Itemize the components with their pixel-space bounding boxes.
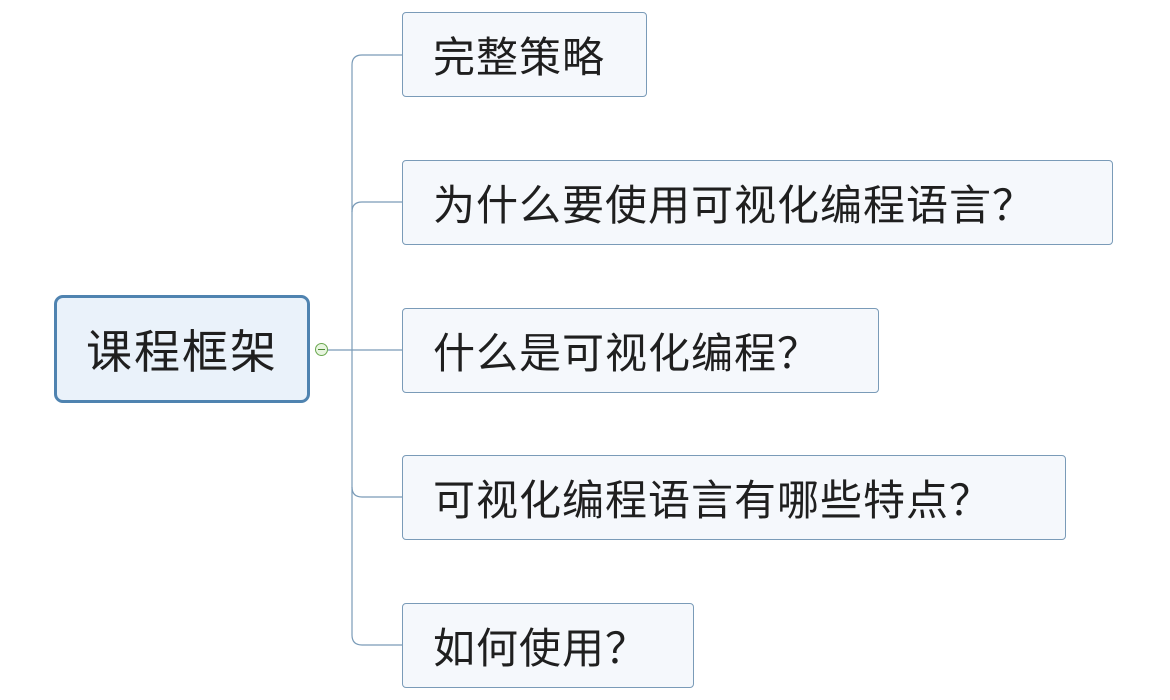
subtopic-node[interactable]: 如何使用？ bbox=[402, 603, 694, 688]
subtopic-node[interactable]: 完整策略 bbox=[402, 12, 647, 97]
subtopic-label: 为什么要使用可视化编程语言？ bbox=[433, 181, 1036, 230]
root-topic[interactable]: 课程框架 bbox=[54, 295, 310, 403]
collapse-toggle-icon[interactable] bbox=[315, 343, 328, 356]
subtopic-node[interactable]: 可视化编程语言有哪些特点？ bbox=[402, 455, 1066, 540]
subtopic-label: 什么是可视化编程？ bbox=[433, 329, 821, 378]
subtopic-label: 如何使用？ bbox=[433, 624, 649, 673]
subtopic-node[interactable]: 什么是可视化编程？ bbox=[402, 308, 879, 393]
connector-branch-2 bbox=[351, 201, 402, 213]
subtopic-node[interactable]: 为什么要使用可视化编程语言？ bbox=[402, 160, 1113, 245]
subtopic-label: 完整策略 bbox=[433, 33, 606, 82]
subtopic-label: 可视化编程语言有哪些特点？ bbox=[433, 476, 993, 525]
root-topic-label: 课程框架 bbox=[86, 325, 278, 379]
connector-branch-4 bbox=[351, 486, 402, 498]
